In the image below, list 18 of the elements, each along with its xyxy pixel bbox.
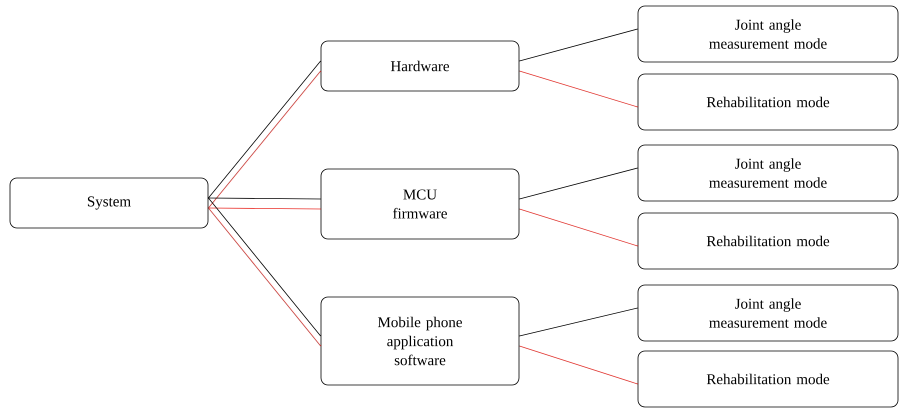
connector-line	[519, 168, 638, 200]
connector-line	[519, 28, 638, 62]
box: Joint angle measurement mode	[638, 284, 898, 342]
box: MCU firmware	[320, 168, 520, 240]
box: Hardware	[320, 40, 520, 92]
connector-line	[519, 208, 638, 246]
box: Joint angle measurement mode	[638, 6, 898, 62]
box: Rehabilitation mode	[638, 350, 898, 408]
box: Rehabilitation mode	[638, 74, 898, 130]
box: Mobile phone application software	[320, 296, 520, 386]
box: Joint angle measurement mode	[638, 144, 898, 202]
connector-line	[519, 346, 638, 384]
connector-line	[208, 198, 321, 200]
connector-line	[519, 70, 638, 108]
connector-line	[519, 308, 638, 336]
box: System	[10, 178, 208, 228]
box: Rehabilitation mode	[638, 212, 898, 270]
connector-line	[208, 208, 321, 210]
